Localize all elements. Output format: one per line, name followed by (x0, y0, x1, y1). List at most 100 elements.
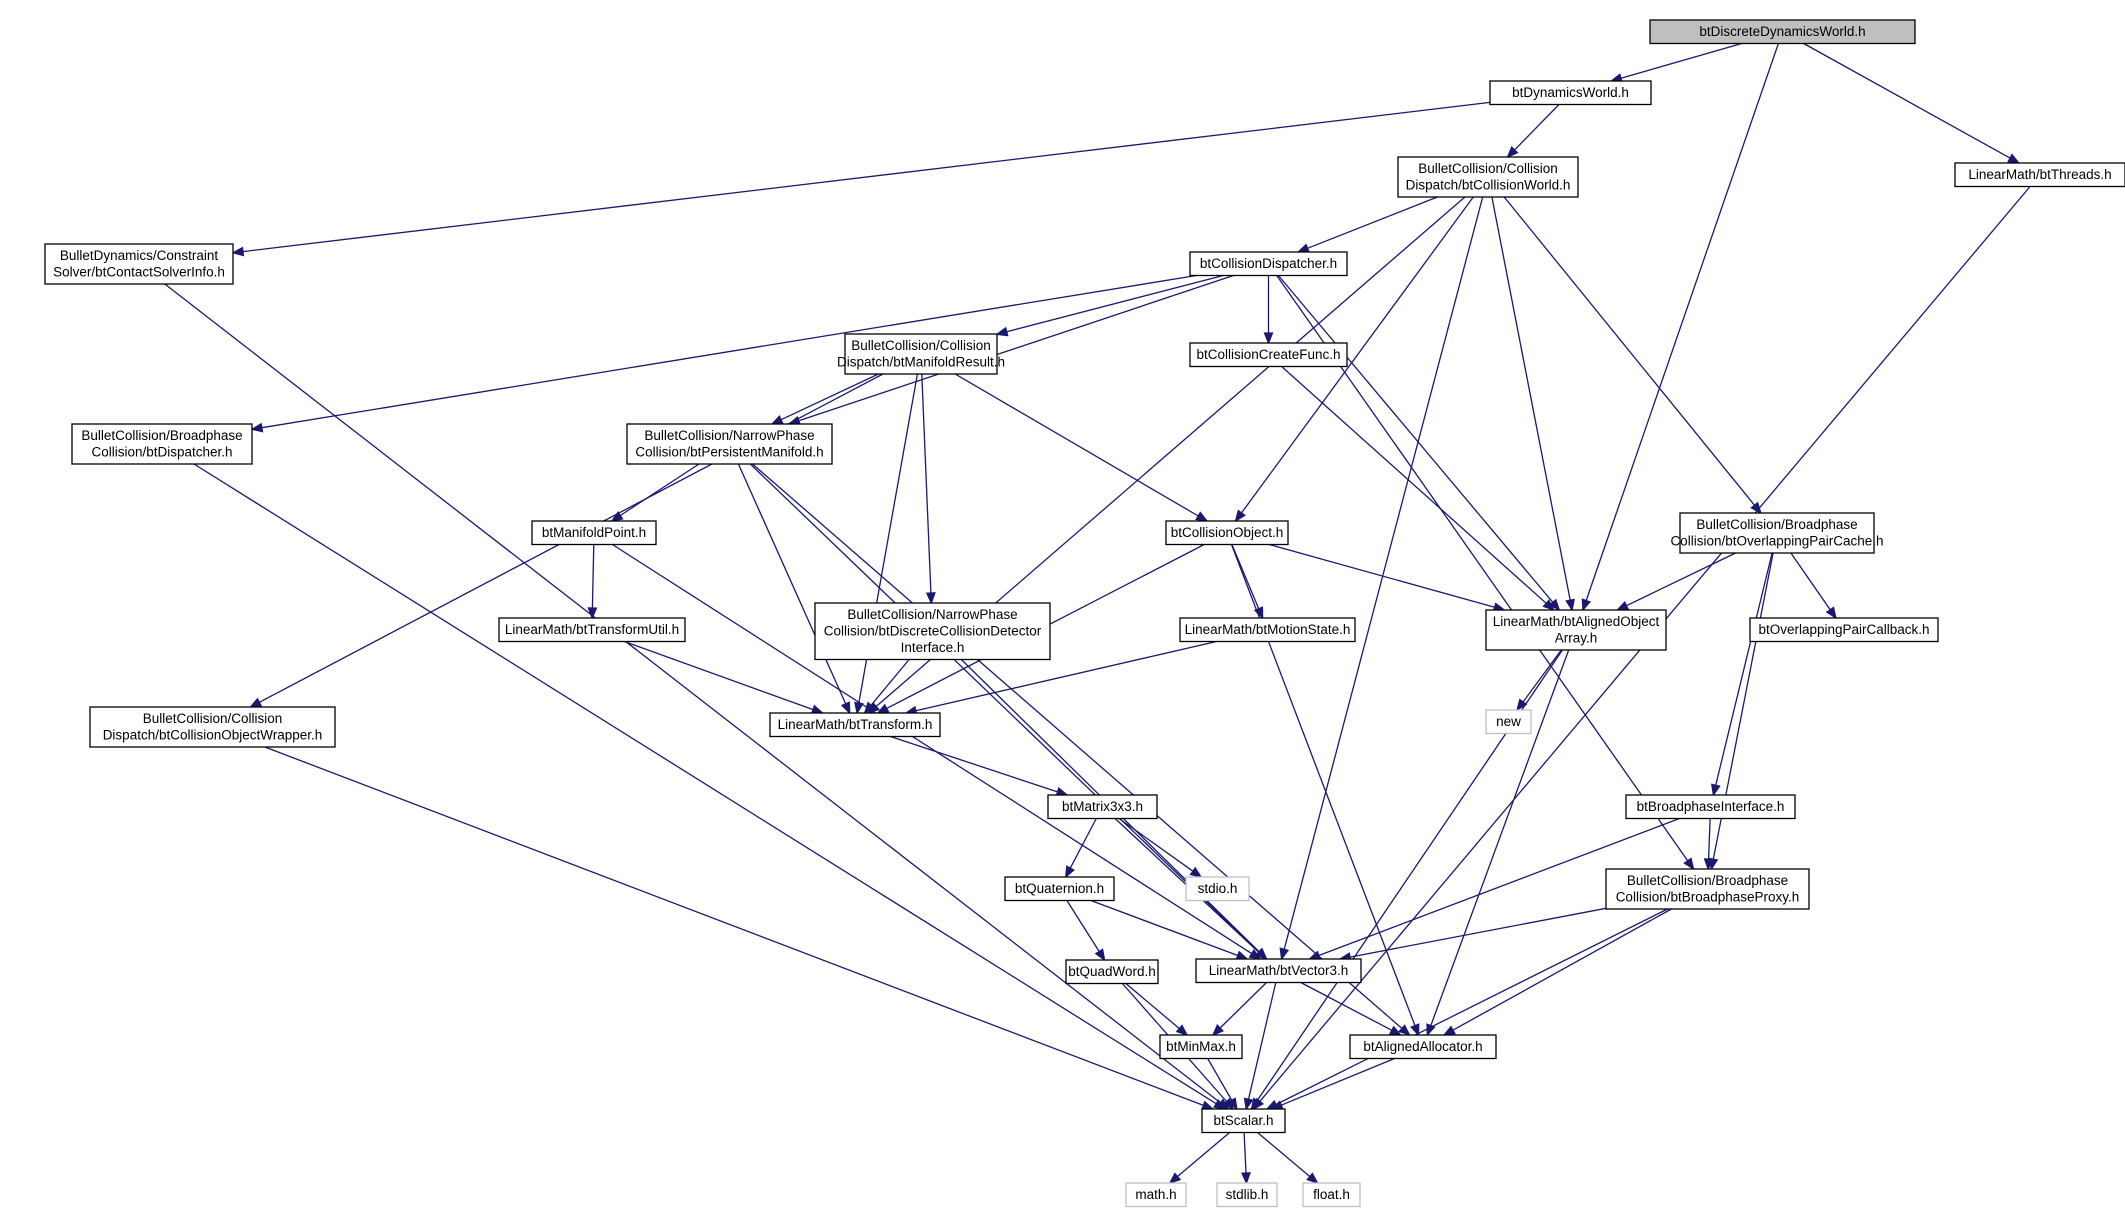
node-label-line: BulletCollision/Broadphase (81, 428, 242, 443)
edge-overlappaircache-to-broadphaseproxy (1708, 552, 1774, 871)
edge-overlappaircache-to-broadphaseif (1711, 552, 1773, 797)
arrowhead (231, 246, 245, 257)
arrowhead (1211, 1023, 1225, 1037)
edge-broadphaseproxy-to-alignedalloc (1442, 908, 1672, 1036)
node-label-line: BulletCollision/Broadphase (1696, 517, 1857, 532)
edge-vector3-to-alignedalloc (1300, 981, 1403, 1036)
edge-line (1491, 196, 1571, 601)
edge-coldispatcher-to-createfunc (1263, 275, 1274, 345)
node-btoverlappingpaircallback-h[interactable]: btOverlappingPairCallback.h (1749, 617, 1939, 643)
edge-matrix3x3-to-quaternion (1064, 818, 1097, 879)
arrowhead (1506, 145, 1519, 159)
edge-line (619, 463, 700, 517)
node-btcollisionobject-h[interactable]: btCollisionObject.h (1165, 520, 1289, 546)
node-btcollisiondispatcher-h[interactable]: btCollisionDispatcher.h (1189, 251, 1348, 277)
node-bulletcollision-collision-dispatch-btcollisionobjectwrapper-h[interactable]: BulletCollision/CollisionDispatch/btColl… (89, 706, 336, 748)
arrowhead (1235, 950, 1249, 960)
edge-line (1069, 818, 1097, 869)
node-bulletcollision-narrowphase-collision-btpersistentmanifold-h[interactable]: BulletCollision/NarrowPhaseCollision/btP… (626, 423, 833, 465)
arrowhead (1254, 948, 1268, 961)
edge-line (1715, 552, 1773, 786)
node-bulletcollision-collision-dispatch-btcollisionworld-h[interactable]: BulletCollision/CollisionDispatch/btColl… (1397, 156, 1579, 198)
node-label-line: btCollisionCreateFunc.h (1196, 347, 1340, 362)
node-label-line: btManifoldPoint.h (542, 525, 646, 540)
edge-line (242, 101, 1491, 253)
arrowhead (1296, 243, 1310, 253)
node-box (1605, 868, 1810, 910)
node-box (1189, 251, 1348, 277)
edge-scalar-to-math (1168, 1132, 1231, 1185)
node-bulletdynamics-constraint-solver-btcontactsolverinfo-h[interactable]: BulletDynamics/ConstraintSolver/btContac… (44, 243, 234, 285)
node-bulletcollision-broadphase-collision-btoverlappingpaircache-h[interactable]: BulletCollision/BroadphaseCollision/btOv… (1670, 512, 1884, 554)
node-label-line: Dispatch/btManifoldResult.h (837, 355, 1005, 370)
edge-coldispatcher-to-alignedobjarray (1277, 275, 1561, 612)
node-stdio-h: stdio.h (1185, 876, 1250, 902)
node-linearmath-bttransform-h[interactable]: LinearMath/btTransform.h (769, 712, 941, 738)
edge-line (870, 659, 910, 706)
node-bulletcollision-collision-dispatch-btmanifoldresult-h[interactable]: BulletCollision/CollisionDispatch/btMani… (837, 333, 1005, 375)
node-btdynamicsworld-h[interactable]: btDynamicsWorld.h (1489, 80, 1652, 106)
node-label-line: btMatrix3x3.h (1062, 799, 1143, 814)
node-linearmath-btthreads-h[interactable]: LinearMath/btThreads.h (1954, 162, 2125, 188)
node-btminmax-h[interactable]: btMinMax.h (1159, 1034, 1243, 1060)
edge-persmanifold-to-transform (737, 463, 851, 715)
edge-vector3-to-minmax (1211, 982, 1267, 1037)
node-box (1349, 1034, 1497, 1060)
edge-line (164, 283, 1221, 1104)
arrowhead (1711, 783, 1721, 797)
node-new: new (1485, 709, 1532, 735)
node-layer: btDiscreteDynamicsWorld.h btDynamicsWorld… (44, 19, 2125, 1208)
arrowhead (876, 703, 890, 714)
arrowhead (863, 701, 876, 715)
arrowhead (1825, 606, 1837, 620)
node-btbroadphaseinterface-h[interactable]: btBroadphaseInterface.h (1625, 794, 1796, 820)
node-linearmath-btmotionstate-h[interactable]: LinearMath/btMotionState.h (1179, 617, 1356, 643)
node-label-line: float.h (1313, 1187, 1350, 1202)
edge-line (1231, 544, 1260, 610)
edge-line (261, 274, 1197, 429)
edge-line (1207, 1058, 1233, 1101)
arrowhead (925, 592, 936, 605)
node-bulletcollision-narrowphase-collision-btdiscretecollisiondetector-interface-h[interactable]: BulletCollision/NarrowPhaseCollision/btD… (814, 602, 1051, 661)
node-btmatrix3x3-h[interactable]: btMatrix3x3.h (1047, 794, 1158, 820)
node-linearmath-btvector3-h[interactable]: LinearMath/btVector3.h (1195, 958, 1362, 984)
node-btdiscretedynamicsworld-h[interactable]: btDiscreteDynamicsWorld.h (1649, 19, 1916, 45)
edge-broadphaseproxy-to-scalar (1265, 908, 1668, 1110)
node-box (1749, 617, 1939, 643)
node-bulletcollision-broadphase-collision-btbroadphaseproxy-h[interactable]: BulletCollision/BroadphaseCollision/btBr… (1605, 868, 1810, 910)
edge-coldispatcher-to-manifoldresult (995, 274, 1224, 337)
edge-line (1177, 1132, 1231, 1177)
node-btscalar-h[interactable]: btScalar.h (1201, 1108, 1286, 1134)
node-btmanifoldpoint-h[interactable]: btManifoldPoint.h (531, 520, 657, 546)
edge-line (1620, 42, 1742, 79)
node-label-line: BulletCollision/NarrowPhase (644, 428, 814, 443)
node-bulletcollision-broadphase-collision-btdispatcher-h[interactable]: BulletCollision/BroadphaseCollision/btDi… (71, 423, 253, 465)
edge-line (1283, 196, 1484, 950)
edge-line (1307, 196, 1438, 249)
arrowhead (1234, 509, 1246, 523)
arrowhead (854, 701, 864, 715)
edge-persmanifold-to-alignedalloc (752, 463, 1411, 1037)
node-label-line: BulletDynamics/Constraint (60, 248, 219, 263)
edge-line (1503, 196, 1756, 506)
node-btcollisioncreatefunc-h[interactable]: btCollisionCreateFunc.h (1189, 342, 1348, 368)
edge-line (1707, 818, 1711, 860)
arrowhead (587, 607, 598, 620)
arrowhead (1703, 858, 1714, 871)
edge-quaternion-to-vector3 (1090, 899, 1249, 960)
arrowhead (1195, 511, 1209, 522)
node-linearmath-bttransformutil-h[interactable]: LinearMath/btTransformUtil.h (498, 617, 686, 643)
arrowhead (1279, 947, 1290, 961)
node-btalignedallocator-h[interactable]: btAlignedAllocator.h (1349, 1034, 1497, 1060)
node-box (531, 520, 657, 546)
node-btquadword-h[interactable]: btQuadWord.h (1065, 959, 1159, 985)
node-btquaternion-h[interactable]: btQuaternion.h (1004, 876, 1115, 902)
node-box (1649, 19, 1916, 45)
edge-line (612, 543, 1253, 955)
edge-line (1276, 275, 1689, 862)
edge-line (921, 373, 932, 594)
edge-colobject-to-motionstate (1231, 544, 1264, 620)
edge-line (1125, 983, 1180, 1030)
